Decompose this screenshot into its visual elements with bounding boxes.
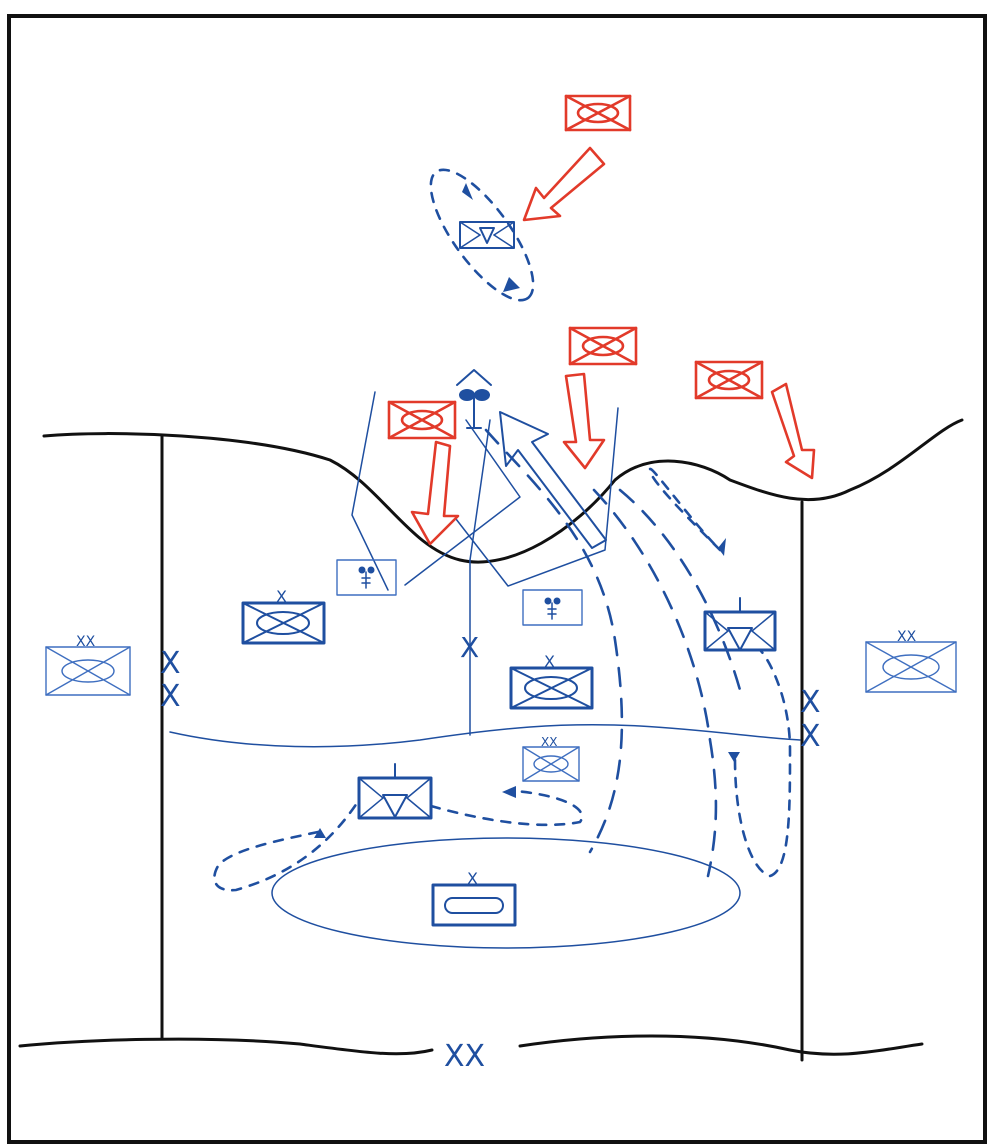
movement-routes bbox=[484, 428, 742, 878]
rear-boundary-line-right bbox=[518, 1034, 924, 1056]
boundary-label-right-lower: X bbox=[800, 719, 821, 754]
right-cavalry-unit-icon bbox=[703, 597, 777, 652]
left-adjacent-division-unit: XX bbox=[45, 634, 131, 696]
left-brigade-armor-unit: X bbox=[241, 587, 326, 645]
enemy-attack-arrow-center-icon bbox=[562, 372, 606, 470]
brigade-rear-line bbox=[169, 724, 801, 748]
boundary-label-left: X bbox=[160, 646, 181, 681]
reserve-brigade-echelon: X bbox=[467, 869, 478, 888]
enemy-unit-north bbox=[564, 94, 632, 132]
boundary-label-right: X bbox=[800, 685, 821, 720]
enemy-unit-east bbox=[694, 360, 764, 400]
assembly-area bbox=[271, 837, 741, 949]
right-division-echelon: XX bbox=[897, 629, 917, 645]
rear-boundary-line bbox=[18, 1037, 434, 1056]
left-brigade-echelon: X bbox=[276, 587, 287, 606]
maneuver-loops bbox=[213, 168, 792, 892]
helicopter-unit-icon bbox=[456, 369, 492, 429]
center-rear-echelon: XX bbox=[541, 735, 557, 749]
enemy-attack-arrow-north-icon bbox=[522, 146, 606, 222]
forward-cavalry-unit-icon bbox=[459, 221, 515, 249]
boundary-label-left-lower: X bbox=[160, 679, 181, 714]
enemy-unit-west bbox=[387, 400, 457, 440]
boundary-label-center: X bbox=[460, 631, 479, 664]
forward-edge-line bbox=[42, 418, 964, 564]
center-brigade-armor-unit: X bbox=[509, 652, 594, 710]
center-rear-unit: XX bbox=[522, 735, 580, 782]
screen-lines bbox=[351, 391, 619, 591]
division-boundary-label: XX bbox=[444, 1039, 485, 1074]
observation-post-left-icon bbox=[336, 559, 397, 596]
page-frame bbox=[7, 14, 987, 1144]
left-rear-cavalry-unit-icon bbox=[357, 763, 433, 820]
observation-post-right-icon bbox=[522, 589, 583, 626]
left-division-echelon: XX bbox=[76, 634, 96, 650]
right-adjacent-division-unit: XX bbox=[865, 629, 957, 693]
friendly-counterattack-arrow-icon bbox=[499, 411, 607, 549]
reserve-brigade-unit: X bbox=[431, 869, 517, 927]
enemy-unit-center-north bbox=[568, 326, 638, 366]
enemy-attack-arrow-west-icon bbox=[410, 440, 460, 546]
enemy-attack-arrow-east-icon bbox=[770, 382, 816, 480]
center-brigade-echelon: X bbox=[544, 652, 555, 671]
